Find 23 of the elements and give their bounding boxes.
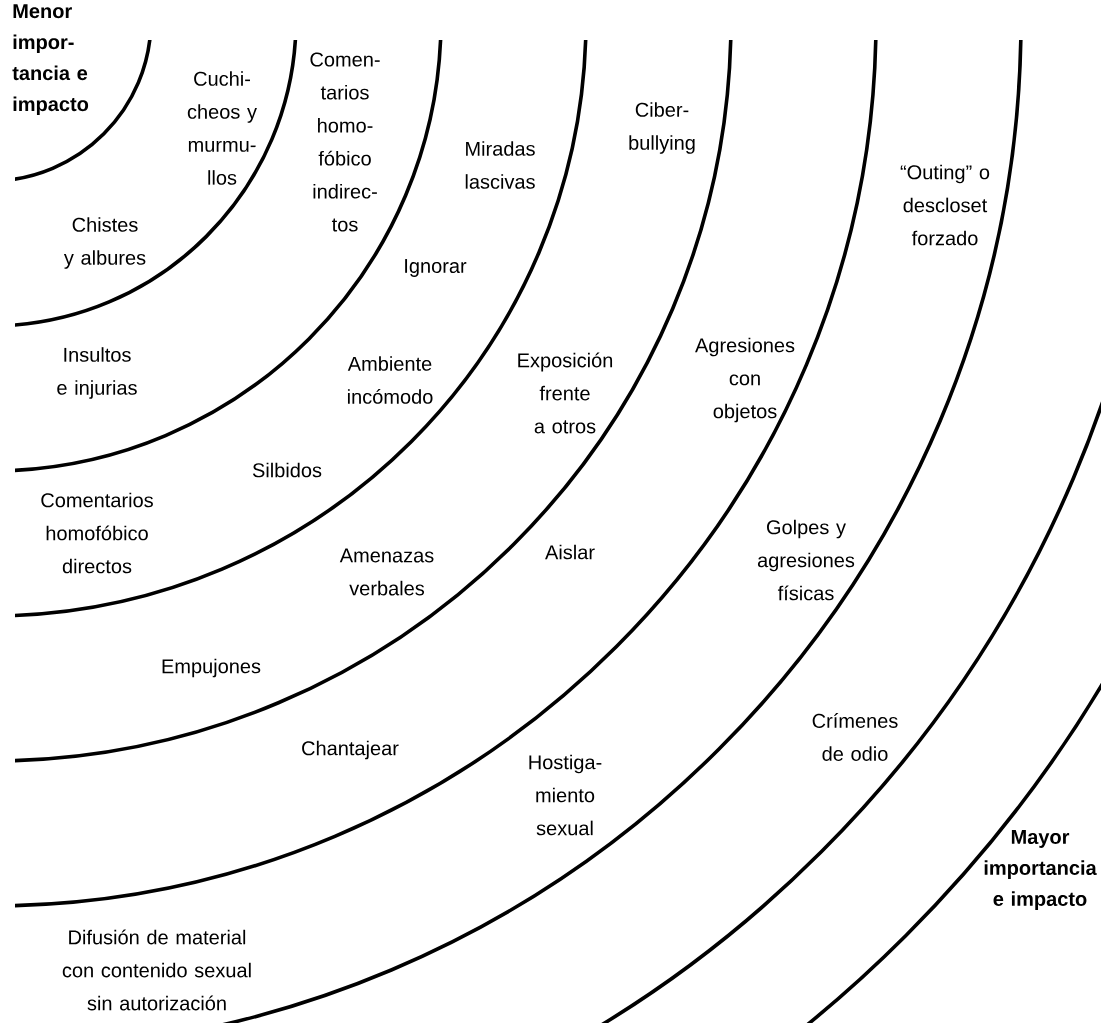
band-label: Exposición frente a otros [518,352,613,434]
band-label: Ignorar [405,259,467,277]
band-label: “Outing” o descloset forzado [900,164,990,246]
band-label: Amenazas verbales [339,548,434,596]
band-label: Difusión de material con contenido sexual sin autorización [62,929,251,1011]
band-label: Ciber- bullying [629,102,695,154]
band-label: Hostiga- miento sexual [529,754,602,836]
band-label: Agresiones con objetos [695,337,795,423]
band-label: Chistes y albures [63,217,146,269]
band-label: Miradas lascivas [465,141,535,189]
band-label: Silbidos [252,462,322,478]
band-label: Ambiente incómodo [347,356,433,404]
band-label: Golpes y agresiones físicas [757,519,855,601]
band-label: Comentarios homofóbico directos [41,492,153,574]
band-label: Crímenes de odio [812,713,898,761]
band-label: Chantajear [302,740,399,760]
scale-heading: Mayor importancia e impacto [984,830,1097,910]
band-label: Aislar [545,544,595,560]
band-label: Empujones [162,658,261,678]
band-label: Comen- tarios homo- fóbico indirec- tos [310,52,380,232]
scale-heading: Menor impor- tancia e impacto [12,4,89,116]
band-label: Insultos e injurias [57,347,137,399]
band-label: Cuchi- cheos y murmu- llos [187,71,257,185]
